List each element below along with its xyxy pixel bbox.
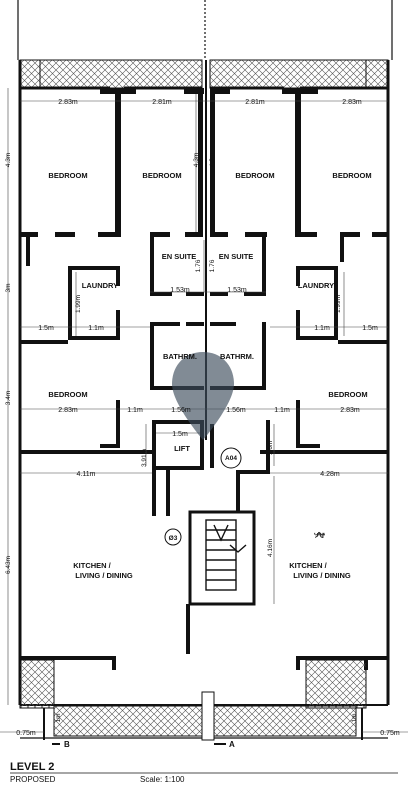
dim-kitchen-right: 4.28m	[320, 471, 340, 478]
cross-walls-upper	[20, 232, 388, 237]
label-ensuite-right: EN SUITE	[219, 252, 254, 261]
vdim-stair: 4.16m	[267, 539, 274, 557]
dim-top-1: 2.83m	[58, 99, 78, 106]
dim-mid-2: 1.1m	[127, 407, 143, 414]
label-kitchen-right-1: KITCHEN /	[289, 561, 327, 570]
label-laundry-right: LAUNDRY	[298, 281, 334, 290]
laundry-walls	[26, 236, 344, 340]
dim-lift-width: 1.5m	[172, 431, 188, 438]
vdim-c2-176: 1.76	[209, 259, 216, 272]
vdim-left-43: 4.3m	[5, 153, 12, 167]
bottom-edges	[20, 691, 388, 741]
dim-ensuite-left: 1.53m	[170, 287, 190, 294]
label-bedroom-tc2: BEDROOM	[235, 171, 274, 180]
cross-walls-lower	[20, 340, 388, 454]
top-wall-left-stub	[19, 59, 41, 89]
dim-bottom-left: 0.75m	[16, 730, 36, 737]
vdim-laundry-left: 1.99m	[75, 295, 82, 313]
dim-top-2: 2.81m	[152, 99, 172, 106]
dim-mid-6: 2.83m	[340, 407, 360, 414]
bottom-balcony-left-2	[53, 705, 203, 737]
vdim-lift: 3.91m	[141, 449, 148, 467]
dim-laundry-r1: 1.1m	[314, 325, 330, 332]
bottom-balcony-right-2	[213, 705, 357, 737]
label-kitchen-annot: ᡃᢞᡈᡃᡃ	[313, 530, 325, 540]
dim-mid-1: 2.83m	[58, 407, 78, 414]
label-bathroom-right: BATHRM.	[220, 352, 254, 361]
dim-ensuite-right: 1.53m	[227, 287, 247, 294]
label-bedroom-bl: BEDROOM	[48, 390, 87, 399]
label-kitchen-right-2: LIVING / DINING	[293, 571, 351, 580]
dim-laundry-l1: 1.5m	[38, 325, 54, 332]
dim-mid-5: 1.1m	[274, 407, 290, 414]
tag-a04-circle	[220, 447, 242, 469]
label-laundry-left: LAUNDRY	[82, 281, 118, 290]
vdim-left-643: 6.43m	[5, 556, 12, 574]
top-balcony-left	[39, 59, 203, 89]
dim-kitchen-left: 4.11m	[77, 471, 96, 478]
dim-mid-4: 1.56m	[226, 407, 246, 414]
drawing-title: LEVEL 2	[10, 761, 54, 773]
tag-a04: A04	[225, 455, 237, 462]
label-kitchen-left-1: KITCHEN /	[73, 561, 111, 570]
vdim-c2-43: 4.3m	[209, 153, 216, 167]
label-bathroom-left: BATHRM.	[163, 352, 197, 361]
bottom-balcony-right	[305, 659, 367, 709]
drawing-status: PROPOSED	[10, 775, 56, 784]
dim-laundry-l2: 1.1m	[88, 325, 104, 332]
top-wall-right-stub	[365, 59, 389, 89]
tag-d03-circle	[164, 528, 182, 546]
vdim-bottom-left: 1m	[55, 713, 62, 722]
vdim-core-16: 1.6m	[267, 441, 274, 455]
drawing-scale: Scale: 1:100	[140, 775, 185, 784]
vdim-bottom-right: 1m	[351, 713, 358, 722]
top-balcony-right	[209, 59, 367, 89]
vdim-c1-176: 1.76	[195, 259, 202, 272]
dim-top-3: 2.81m	[245, 99, 265, 106]
dim-top-4: 2.83m	[342, 99, 362, 106]
vdim-c1-43: 4.3m	[193, 153, 200, 167]
dim-laundry-r2: 1.5m	[362, 325, 378, 332]
watermark-pin-icon	[172, 352, 234, 440]
bottom-balcony-left	[19, 659, 55, 709]
section-label-a: A	[229, 740, 235, 749]
dim-mid-3: 1.56m	[171, 407, 191, 414]
label-bedroom-tl: BEDROOM	[48, 171, 87, 180]
label-bedroom-br: BEDROOM	[328, 390, 367, 399]
vdim-laundry-right: 1.99m	[335, 295, 342, 313]
section-label-b: B	[64, 740, 70, 749]
label-bedroom-tc1: BEDROOM	[142, 171, 181, 180]
staircase	[188, 510, 256, 606]
vdim-left-34: 3.4m	[5, 391, 12, 405]
partition-walls-top	[100, 88, 318, 234]
lift-core	[152, 420, 270, 516]
vdim-left-3: 3m	[5, 283, 12, 292]
label-kitchen-left-2: LIVING / DINING	[75, 571, 133, 580]
tag-d03: Ø3	[169, 535, 178, 542]
label-lift: LIFT	[174, 444, 190, 453]
site-boundary	[17, 0, 393, 60]
ensuite-walls	[150, 234, 266, 296]
dim-bottom-right: 0.75m	[380, 730, 400, 737]
label-ensuite-left: EN SUITE	[162, 252, 197, 261]
label-bedroom-tr: BEDROOM	[332, 171, 371, 180]
